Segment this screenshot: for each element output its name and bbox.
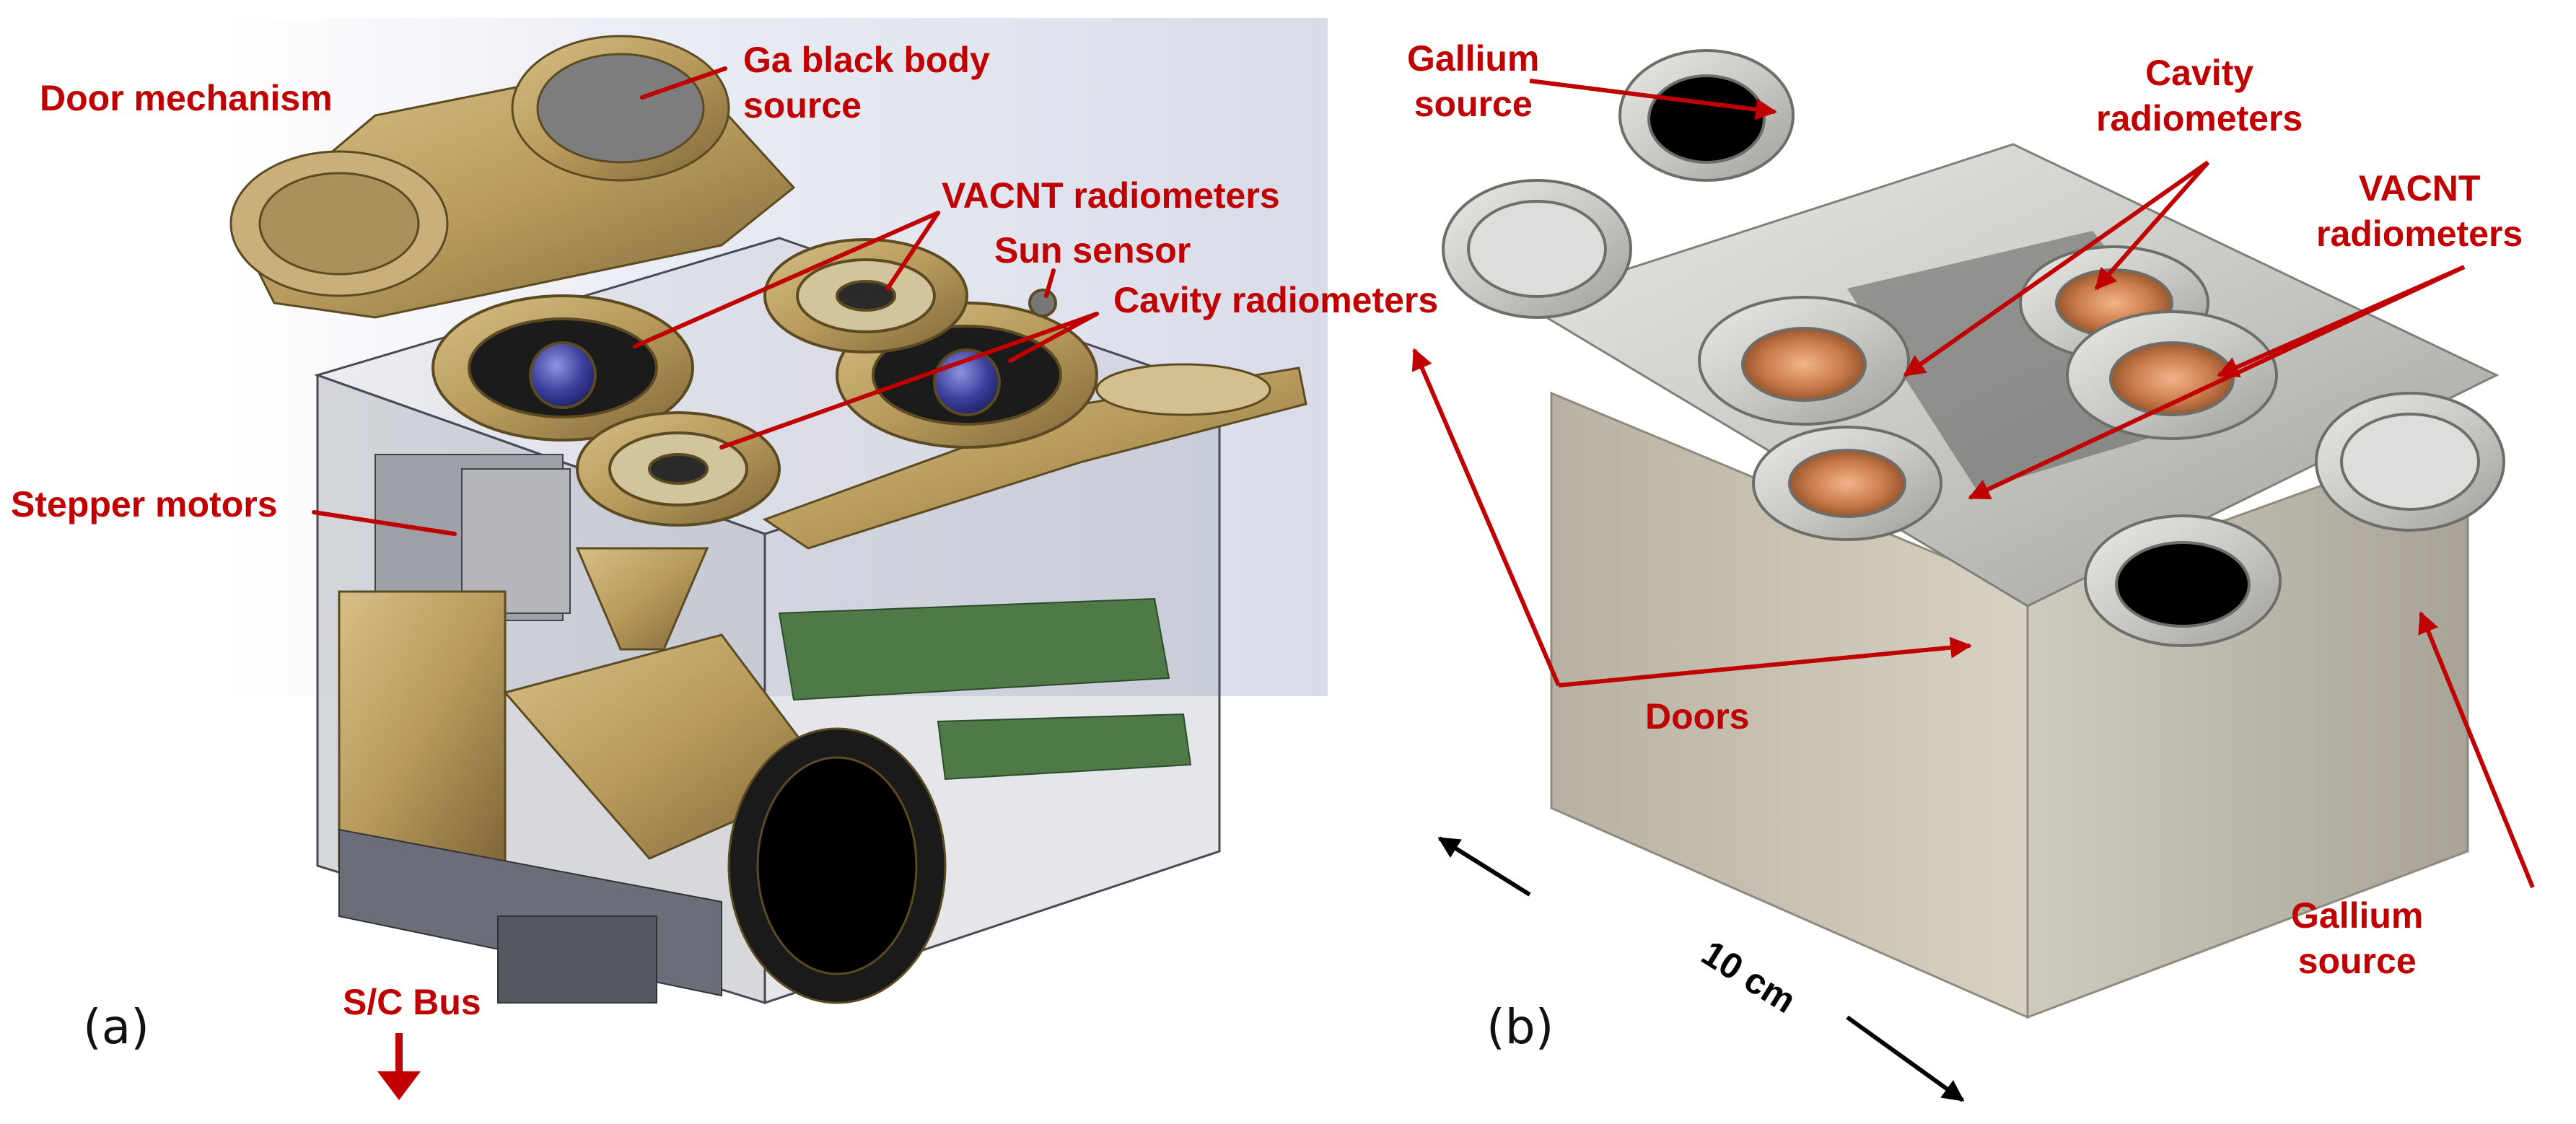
instrument-photo bbox=[1411, 49, 2535, 1102]
door-mechanism-shape bbox=[229, 35, 796, 319]
label-gallium-bottom-line1: Gallium bbox=[2291, 895, 2424, 936]
label-cavity-radiometers: Cavity radiometers bbox=[1113, 280, 1439, 320]
label-vacnt-b-line1: VACNT bbox=[2358, 168, 2481, 208]
label-ga-source: Ga black body source bbox=[743, 38, 990, 128]
vacnt-radiometer-apertures bbox=[1698, 296, 2278, 440]
label-gallium-top-line2: source bbox=[1414, 83, 1533, 124]
gallium-source-shapes bbox=[1618, 49, 2282, 647]
label-gallium-source-top: Gallium source bbox=[1407, 36, 1539, 126]
label-sc-bus: S/C Bus bbox=[343, 982, 481, 1022]
panel-a: Door mechanism Ga black body source VACN… bbox=[11, 18, 1438, 1100]
label-stepper-motors: Stepper motors bbox=[11, 484, 278, 524]
bottom-electronics bbox=[338, 828, 722, 1004]
label-vacnt-b-line2: radiometers bbox=[2316, 213, 2523, 254]
panel-a-tag: (a) bbox=[83, 999, 149, 1055]
instrument-cad-render bbox=[224, 18, 1328, 1100]
label-ga-source-line1: Ga black body bbox=[743, 40, 990, 80]
label-vacnt-radiometers-b: VACNT radiometers bbox=[2316, 166, 2523, 256]
label-ga-source-line2: source bbox=[743, 84, 862, 126]
scale-arrows bbox=[1437, 836, 1965, 1102]
label-gallium-source-bottom: Gallium source bbox=[2291, 893, 2423, 983]
label-doors: Doors bbox=[1645, 696, 1750, 737]
label-door-mechanism: Door mechanism bbox=[40, 78, 333, 118]
sc-bus-arrow bbox=[377, 1033, 421, 1100]
open-doors bbox=[1442, 179, 2505, 532]
label-sun-sensor: Sun sensor bbox=[994, 230, 1191, 271]
leader-arrows-b bbox=[1411, 79, 2535, 889]
brass-tube bbox=[338, 547, 947, 1004]
label-cavity-radiometers-b: Cavity radiometers bbox=[2096, 51, 2303, 141]
panel-b: Gallium source Cavity radiometers VACNT … bbox=[1342, 0, 2576, 1124]
label-cavity-b-line1: Cavity bbox=[2145, 53, 2254, 93]
label-cavity-b-line2: radiometers bbox=[2096, 97, 2303, 139]
label-gallium-top-line1: Gallium bbox=[1407, 38, 1540, 79]
panel-b-tag: (b) bbox=[1486, 999, 1554, 1055]
pcb bbox=[778, 597, 1192, 781]
leader-lines-a bbox=[312, 66, 1099, 536]
label-vacnt-radiometers: VACNT radiometers bbox=[942, 175, 1280, 216]
label-gallium-bottom-line2: source bbox=[2297, 940, 2417, 981]
